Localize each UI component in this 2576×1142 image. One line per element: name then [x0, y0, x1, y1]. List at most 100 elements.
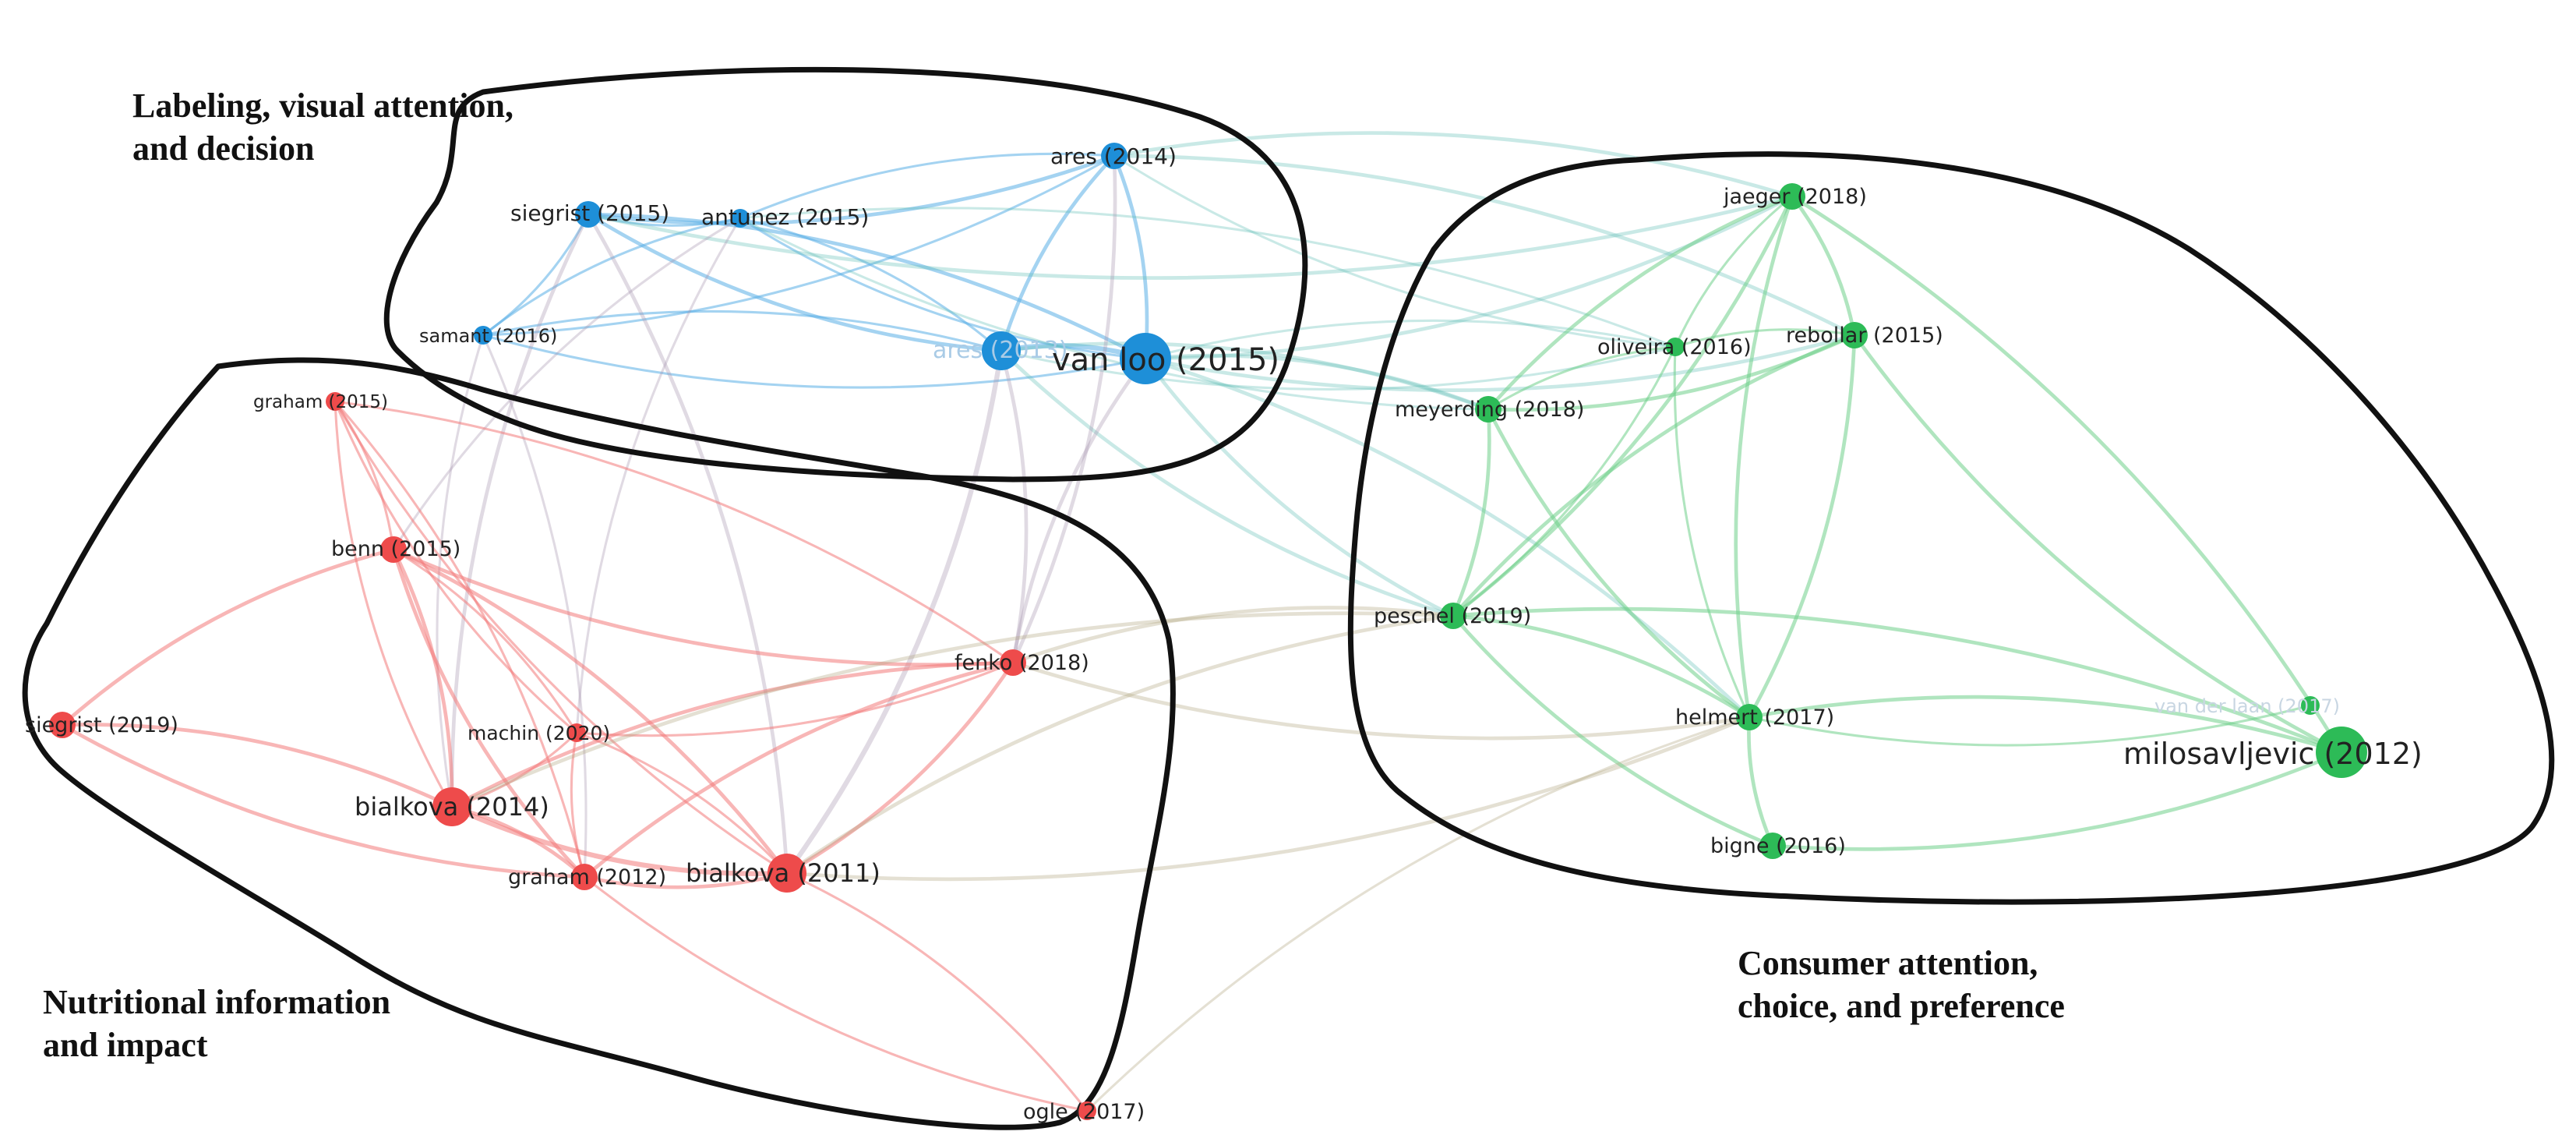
- edge-benn2015-machin2020: [393, 548, 578, 734]
- edge-ares2014-samant2016: [482, 154, 1115, 337]
- node-label-meyerding2018: meyerding (2018): [1395, 398, 1584, 422]
- edge-samant2016-vanloo2015: [482, 334, 1146, 389]
- node-milosavljevic2012[interactable]: [2316, 727, 2367, 778]
- node-rebollar2015[interactable]: [1841, 322, 1868, 348]
- node-graham2015[interactable]: [326, 392, 344, 411]
- edge-graham2012-ogle2017: [584, 875, 1088, 1112]
- edge-rebollar2015-milosavljevic2012: [1853, 334, 2343, 755]
- edge-meyerding2018-peschel2019: [1451, 408, 1491, 617]
- edge-benn2015-bialkova2011: [392, 547, 789, 875]
- edge-bialkova2014-bialkova2011: [450, 804, 788, 876]
- node-fenko2018[interactable]: [1000, 649, 1026, 676]
- node-ogle2017[interactable]: [1078, 1101, 1096, 1120]
- edge-antunez2015-oliveira2016: [739, 207, 1676, 348]
- edge-peschel2019-helmert2017: [1452, 613, 1751, 719]
- cluster-outline-green: [1347, 151, 2555, 905]
- node-bigne2016[interactable]: [1759, 833, 1786, 859]
- edge-helmert2017-milosavljevic2012: [1749, 695, 2342, 755]
- node-jaeger2018[interactable]: [1779, 183, 1805, 210]
- edge-benn2015-graham2012: [391, 549, 586, 879]
- edge-vanloo2015-oliveira2016: [1145, 319, 1676, 360]
- node-label-graham2012: graham (2012): [508, 865, 666, 889]
- edge-bialkova2011-ogle2017: [786, 872, 1089, 1112]
- edge-siegrist2019-graham2012: [61, 723, 585, 879]
- edge-benn2015-fenko2018: [393, 547, 1014, 667]
- edge-benn2015-siegrist2019: [61, 547, 394, 727]
- edge-samant2016-ares2013: [482, 309, 1002, 352]
- edge-antunez2015-ares2013: [739, 217, 1003, 352]
- edge-antunez2015-vanloo2015: [739, 217, 1146, 360]
- node-samant2016[interactable]: [474, 326, 492, 345]
- node-bialkova2011[interactable]: [768, 854, 806, 893]
- cluster-title-blue-line-2: and decision: [132, 129, 315, 168]
- node-benn2015[interactable]: [380, 536, 407, 563]
- node-label-bialkova2014: bialkova (2014): [355, 792, 549, 822]
- node-ares2013[interactable]: [982, 331, 1021, 370]
- edge-samant2016-graham2012: [482, 334, 588, 878]
- edge-graham2015-graham2012: [333, 400, 586, 878]
- node-label-ogle2017: ogle (2017): [1023, 1100, 1145, 1124]
- edge-ares2013-meyerding2018: [1000, 341, 1489, 412]
- node-oliveira2016[interactable]: [1666, 338, 1685, 356]
- edge-antunez2015-benn2015: [392, 217, 741, 550]
- edge-siegrist2015-jaeger2018: [588, 194, 1793, 280]
- edge-benn2015-bialkova2014: [391, 548, 454, 808]
- node-label-milosavljevic2012: milosavljevic (2012): [2123, 737, 2422, 771]
- node-label-rebollar2015: rebollar (2015): [1786, 324, 1943, 348]
- edge-graham2012-fenko2018: [583, 660, 1014, 879]
- node-peschel2019[interactable]: [1440, 603, 1466, 629]
- node-vanloo2015[interactable]: [1120, 333, 1171, 384]
- edge-ogle2017-helmert2017: [1085, 716, 1750, 1112]
- edge-jaeger2018-rebollar2015: [1791, 195, 1857, 336]
- edge-ares2014-oliveira2016: [1113, 154, 1676, 348]
- edge-peschel2019-bigne2016: [1452, 614, 1773, 848]
- node-label-helmert2017: helmert (2017): [1675, 705, 1834, 730]
- cluster-title-blue-line-1: Labeling, visual attention,: [132, 87, 513, 125]
- node-label-bialkova2011: bialkova (2011): [686, 858, 880, 888]
- edge-fenko2018-helmert2017: [1012, 660, 1750, 741]
- cluster-outline-blue: [383, 66, 1308, 483]
- node-label-ares2014: ares (2014): [1050, 143, 1177, 169]
- edge-siegrist2015-bialkova2014: [450, 213, 591, 808]
- node-label-jaeger2018: jaeger (2018): [1723, 185, 1867, 209]
- node-vanderlaan2017[interactable]: [2301, 696, 2320, 715]
- edge-machin2020-fenko2018: [576, 661, 1014, 737]
- node-siegrist2019[interactable]: [49, 712, 76, 738]
- edge-vanloo2015-peschel2019: [1144, 357, 1455, 618]
- edge-jaeger2018-helmert2017: [1734, 196, 1794, 718]
- node-label-siegrist2019: siegrist (2019): [25, 713, 178, 737]
- edge-oliveira2016-rebollar2015: [1674, 328, 1855, 348]
- nodes-layer: ares (2014)siegrist (2015)antunez (2015)…: [25, 143, 2422, 1124]
- edge-ares2014-ares2013: [999, 154, 1116, 352]
- node-graham2012[interactable]: [571, 864, 598, 890]
- node-antunez2015[interactable]: [731, 209, 750, 228]
- edge-graham2015-bialkova2011: [333, 401, 788, 875]
- node-bialkova2014[interactable]: [432, 787, 471, 826]
- node-label-vanderlaan2017: van der laan (2017): [2154, 695, 2340, 717]
- edge-vanloo2015-meyerding2018: [1145, 353, 1489, 412]
- cluster-title-green-line-1: Consumer attention,: [1738, 944, 2038, 982]
- node-siegrist2015[interactable]: [575, 201, 602, 228]
- node-label-fenko2018: fenko (2018): [955, 651, 1089, 675]
- edge-jaeger2018-meyerding2018: [1487, 194, 1793, 411]
- edge-ares2014-jaeger2018: [1113, 131, 1793, 199]
- edge-graham2015-machin2020: [333, 401, 578, 734]
- node-helmert2017[interactable]: [1736, 704, 1763, 730]
- edge-rebollar2015-helmert2017: [1747, 334, 1857, 719]
- edges-layer: [61, 131, 2344, 1112]
- edge-helmert2017-vanderlaan2017: [1749, 704, 2311, 747]
- node-machin2020[interactable]: [567, 723, 586, 742]
- edge-ares2014-siegrist2015: [588, 154, 1115, 226]
- node-label-antunez2015: antunez (2015): [701, 204, 869, 230]
- node-label-oliveira2016: oliveira (2016): [1597, 335, 1752, 359]
- edge-ares2013-peschel2019: [1000, 349, 1454, 618]
- edge-ares2014-vanloo2015: [1112, 155, 1149, 359]
- node-meyerding2018[interactable]: [1475, 396, 1501, 423]
- edge-bialkova2014-peschel2019: [451, 611, 1454, 809]
- edge-oliveira2016-helmert2017: [1673, 346, 1751, 718]
- edge-antunez2015-samant2016: [482, 217, 741, 337]
- edge-ares2013-fenko2018: [999, 350, 1029, 663]
- node-ares2014[interactable]: [1101, 143, 1127, 169]
- edge-meyerding2018-helmert2017: [1486, 408, 1751, 719]
